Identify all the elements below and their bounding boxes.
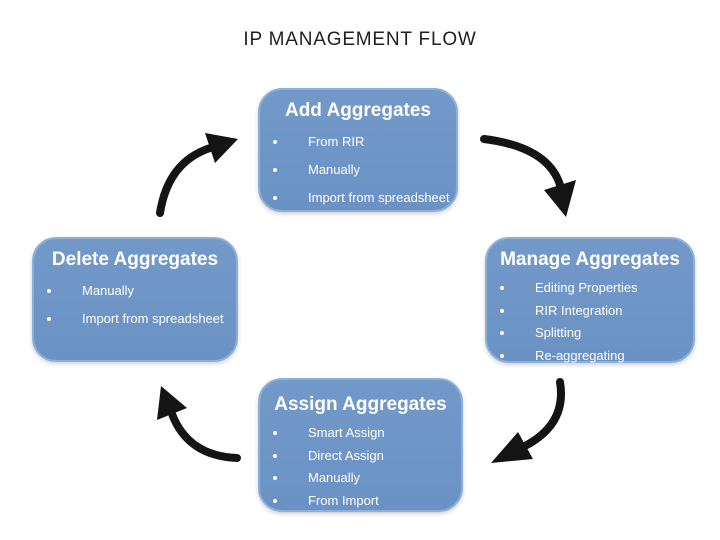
arrow-add-to-manage-icon	[480, 135, 576, 217]
bullet-text: Re-aggregating	[535, 347, 625, 363]
bullet-icon	[500, 286, 504, 291]
arrow-assign-to-delete-icon	[157, 386, 241, 462]
arrow-delete-to-add-icon	[156, 133, 238, 217]
bullet-icon	[273, 476, 277, 481]
bullet-item: Manually	[42, 277, 228, 305]
bullet-item: Smart Assign	[268, 422, 453, 445]
bullet-text: Splitting	[535, 325, 582, 340]
bullet-icon	[273, 140, 277, 144]
bullet-item: From Import	[268, 490, 453, 513]
bullet-item: Manually	[268, 156, 448, 184]
bullet-text: From RIR	[308, 134, 365, 149]
bullet-text: Manually	[308, 470, 361, 485]
bullet-item: Manually	[268, 467, 453, 490]
bullet-icon	[273, 498, 277, 503]
bullet-item: Import from spreadsheet	[42, 305, 228, 333]
bullet-text: Smart Assign	[308, 425, 385, 440]
bullet-item: From RIR	[268, 128, 448, 156]
bullet-text: RIR Integration	[535, 302, 623, 318]
node-delete-title: Delete Aggregates	[51, 249, 219, 270]
arrow-manage-to-assign-icon	[491, 378, 565, 463]
bullet-item: Direct Assign	[268, 445, 453, 468]
bullet-text: Editing Properties	[535, 280, 638, 295]
bullet-icon	[500, 353, 504, 358]
bullet-icon	[500, 308, 504, 313]
bullet-text: Manually	[82, 283, 135, 298]
bullet-icon	[273, 431, 277, 436]
bullet-item: Import from spreadsheet	[268, 184, 450, 212]
bullet-text: Direct Assign	[308, 447, 384, 463]
node-assign-title: Assign Aggregates	[274, 394, 447, 415]
bullet-text: From Import	[308, 492, 379, 508]
bullet-item: Editing Properties	[495, 277, 685, 300]
node-add-title: Add Aggregates	[284, 100, 432, 121]
bullet-text: Import from spreadsheet	[82, 311, 224, 326]
bullet-text: Import from spreadsheet	[308, 190, 450, 205]
bullet-icon	[47, 317, 51, 321]
bullet-icon	[273, 196, 277, 200]
bullet-icon	[500, 331, 504, 336]
bullet-item: Splitting	[495, 322, 685, 345]
bullet-item: RIR Integration	[495, 300, 685, 323]
node-manage-title: Manage Aggregates	[500, 249, 680, 270]
bullet-item: Re-aggregating	[495, 345, 685, 368]
bullet-icon	[273, 168, 277, 172]
bullet-icon	[47, 289, 51, 293]
bullet-icon	[273, 453, 277, 458]
bullet-text: Manually	[308, 162, 361, 177]
page-title: IP MANAGEMENT FLOW	[243, 29, 477, 50]
